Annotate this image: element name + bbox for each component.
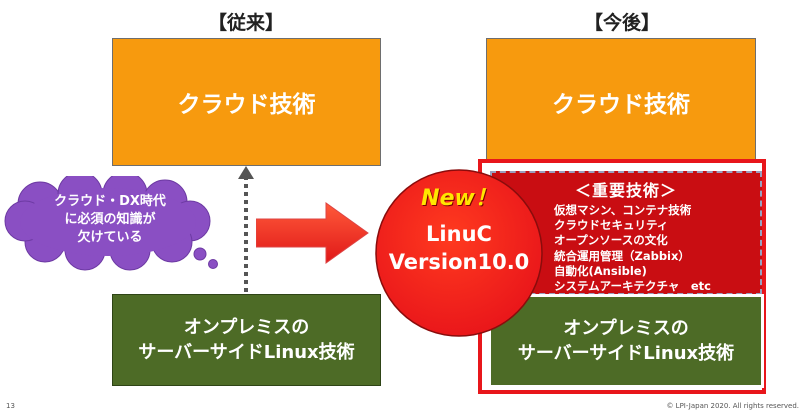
new-label: New！ [421,186,497,211]
onprem-box-left: オンプレミスの サーバーサイドLinux技術 [112,294,381,386]
onprem-box-right: オンプレミスの サーバーサイドLinux技術 [488,294,764,388]
skill-item: クラウドセキュリティ [554,218,669,233]
dotted-up-arrow [238,166,254,292]
cloud-tech-box-right: クラウド技術 [486,38,756,166]
left-heading: 【従来】 [207,12,284,34]
onprem-right-line2: サーバーサイドLinux技術 [517,343,735,364]
key-skills-title: ＜重要技術＞ [574,181,677,200]
linuc-badge [375,169,543,337]
right-arrow [256,202,369,264]
linuc-badge-text: New！ LinuC Version10.0 [372,186,546,276]
skill-item: システムアーキテクチャ etc [554,279,711,294]
onprem-right-line1: オンプレミスの [563,318,689,339]
onprem-left-line2: サーバーサイドLinux技術 [138,342,355,363]
bubble-line3: 欠けている [77,230,143,245]
cloud-tech-box-left: クラウド技術 [112,38,381,166]
bubble-line1: クラウド・DX時代 [54,194,166,209]
key-skills-list: 仮想マシン、コンテナ技術 クラウドセキュリティ オープンソースの文化 統合運用管… [554,203,760,294]
cloud-tech-label-left: クラウド技術 [177,92,316,118]
thought-bubble-text: クラウド・DX時代 に必須の知識が 欠けている [40,193,180,247]
bubble-line2: に必須の知識が [64,212,156,227]
onprem-left-line1: オンプレミスの [183,317,310,338]
thought-bubble [4,176,218,271]
version-label: Version10.0 [388,250,530,274]
cloud-tech-label-right: クラウド技術 [552,92,690,118]
skill-item: 自動化(Ansible) [554,263,647,278]
right-heading: 【今後】 [583,12,660,34]
linuc-label: LinuC [426,222,492,246]
skill-item: 仮想マシン、コンテナ技術 [554,203,692,217]
copyright-notice: © LPI-Japan 2020. All rights reserved. [666,402,799,410]
skill-item: オープンソースの文化 [554,233,668,248]
page-number: 13 [6,402,15,410]
skill-item: 統合運用管理（Zabbix） [554,248,690,263]
